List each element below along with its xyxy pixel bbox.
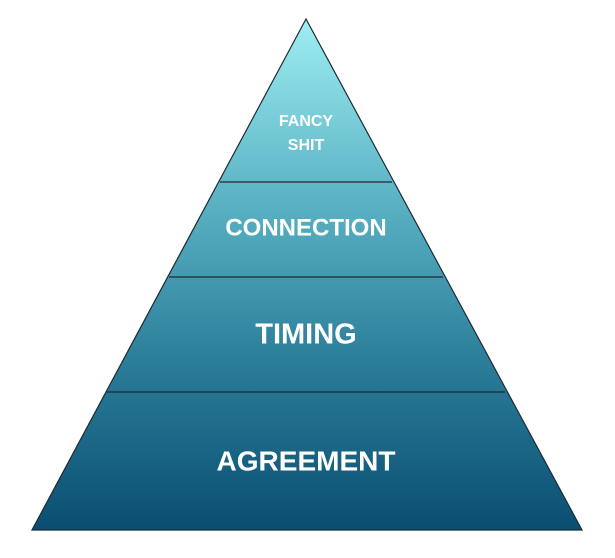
tier-top-label-line-2: SHIT	[288, 137, 325, 154]
tier-timing: TIMING	[255, 319, 357, 351]
tier-top-label-line-1: FANCY	[279, 113, 334, 130]
tier-timing-label: TIMING	[255, 319, 357, 351]
pyramid-outline	[30, 17, 584, 531]
tier-connection: CONNECTION	[225, 214, 386, 241]
tier-top: FANCY SHIT	[279, 113, 334, 154]
tier-agreement-label: AGREEMENT	[217, 445, 396, 476]
tier-connection-label: CONNECTION	[225, 214, 386, 241]
tier-agreement: AGREEMENT	[217, 445, 396, 476]
pyramid-body	[32, 19, 582, 530]
